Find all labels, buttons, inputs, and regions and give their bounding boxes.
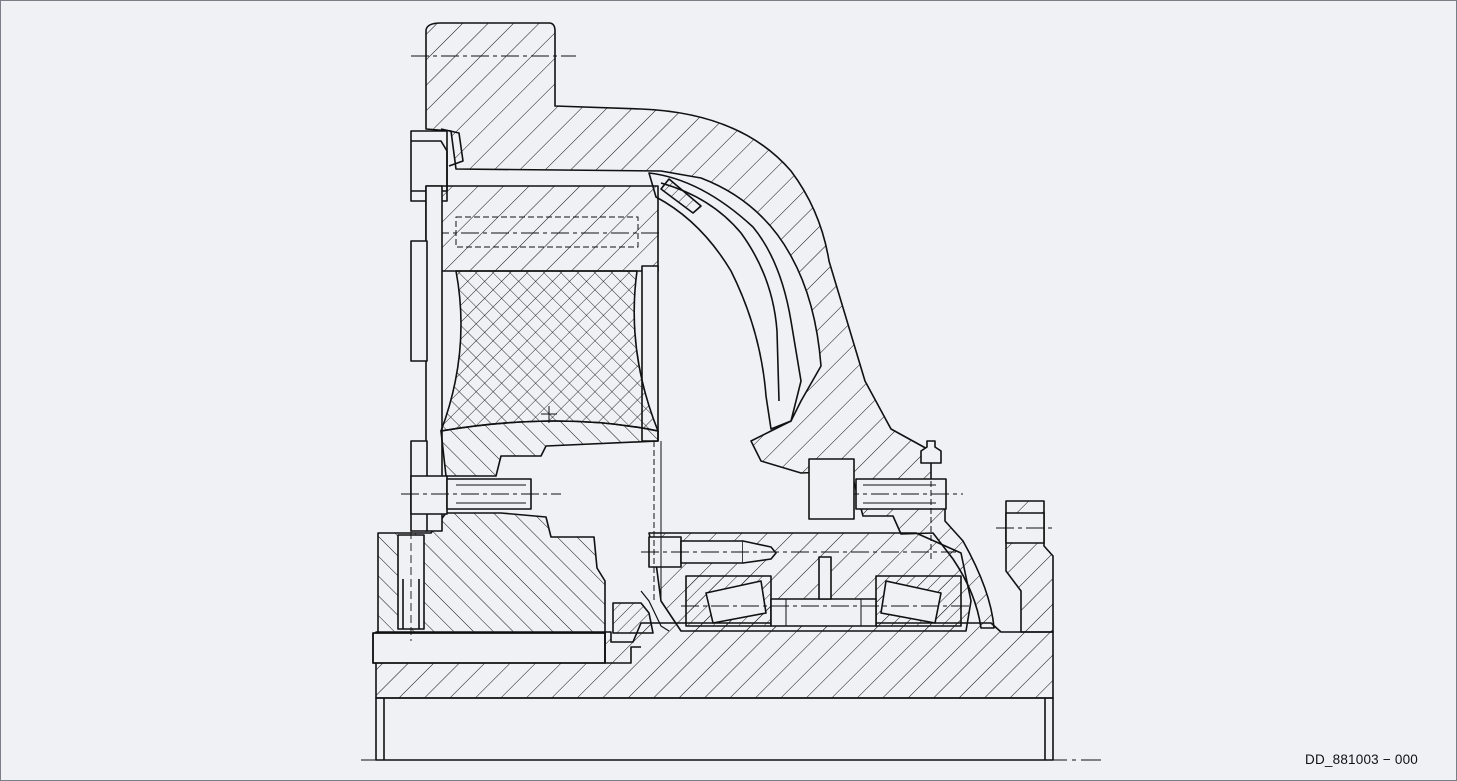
carrier-sleeve — [425, 185, 659, 272]
outer-housing — [425, 22, 995, 629]
shaft-seal — [612, 602, 654, 634]
grease-nipple — [920, 440, 942, 464]
drawing-reference-code: DD_881003 − 000 — [1305, 752, 1418, 767]
spring-arm — [648, 172, 802, 430]
roller-right — [880, 580, 942, 624]
bolt-left — [410, 475, 448, 515]
spacer-ring — [770, 598, 877, 627]
roller-left — [705, 580, 767, 624]
shaft-bore — [375, 697, 1054, 761]
inner-lower-hub — [440, 420, 659, 477]
